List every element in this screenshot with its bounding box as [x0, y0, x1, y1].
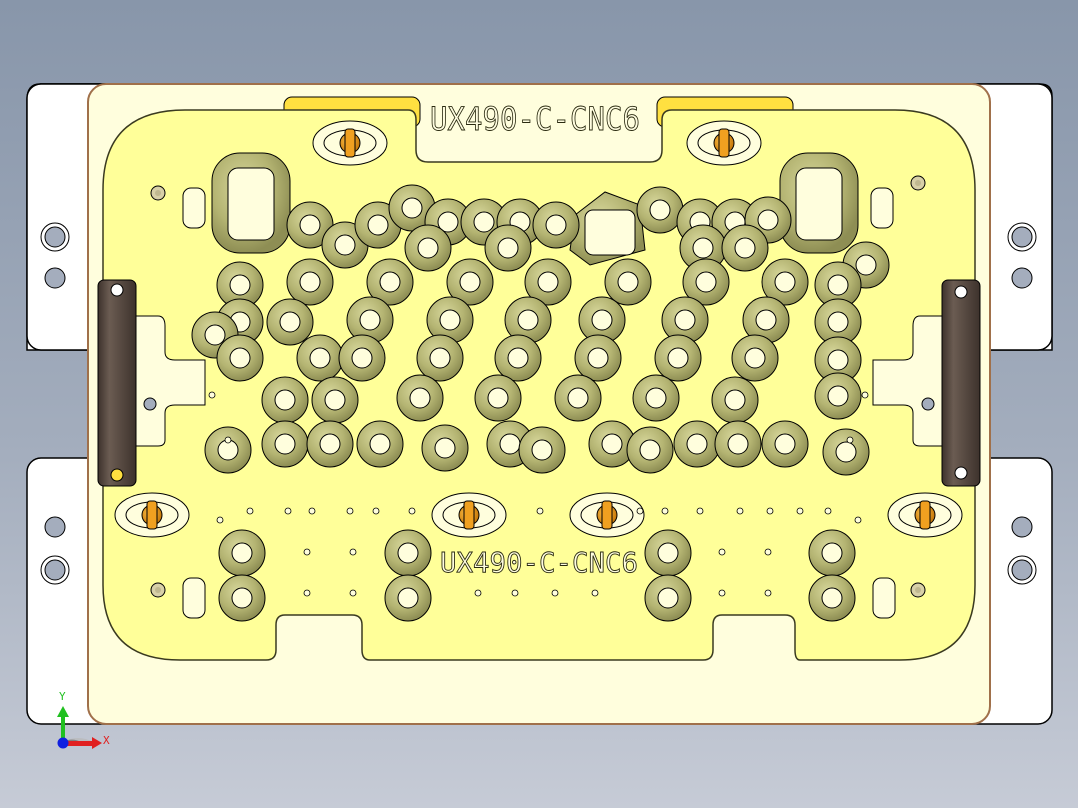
small-dowel-holes: [208, 391, 869, 597]
y-axis-label: Y: [59, 690, 66, 703]
axis-triad[interactable]: Y X: [57, 690, 110, 749]
x-axis-label: X: [103, 734, 110, 747]
model-label-bottom: UX490-C-CNC6: [440, 546, 638, 579]
ring-pockets: [191, 184, 890, 622]
z-axis-dot: [57, 737, 69, 749]
screw-heads: [150, 175, 926, 598]
base-plate-holes: [40, 222, 1037, 585]
x-axis-arrow: [63, 741, 93, 746]
corner-pockets: [182, 152, 896, 619]
model-label-top: UX490-C-CNC6: [430, 100, 640, 138]
y-axis-arrow: [61, 715, 65, 742]
side-clamps[interactable]: [97, 279, 981, 487]
locating-pins: [114, 120, 963, 538]
